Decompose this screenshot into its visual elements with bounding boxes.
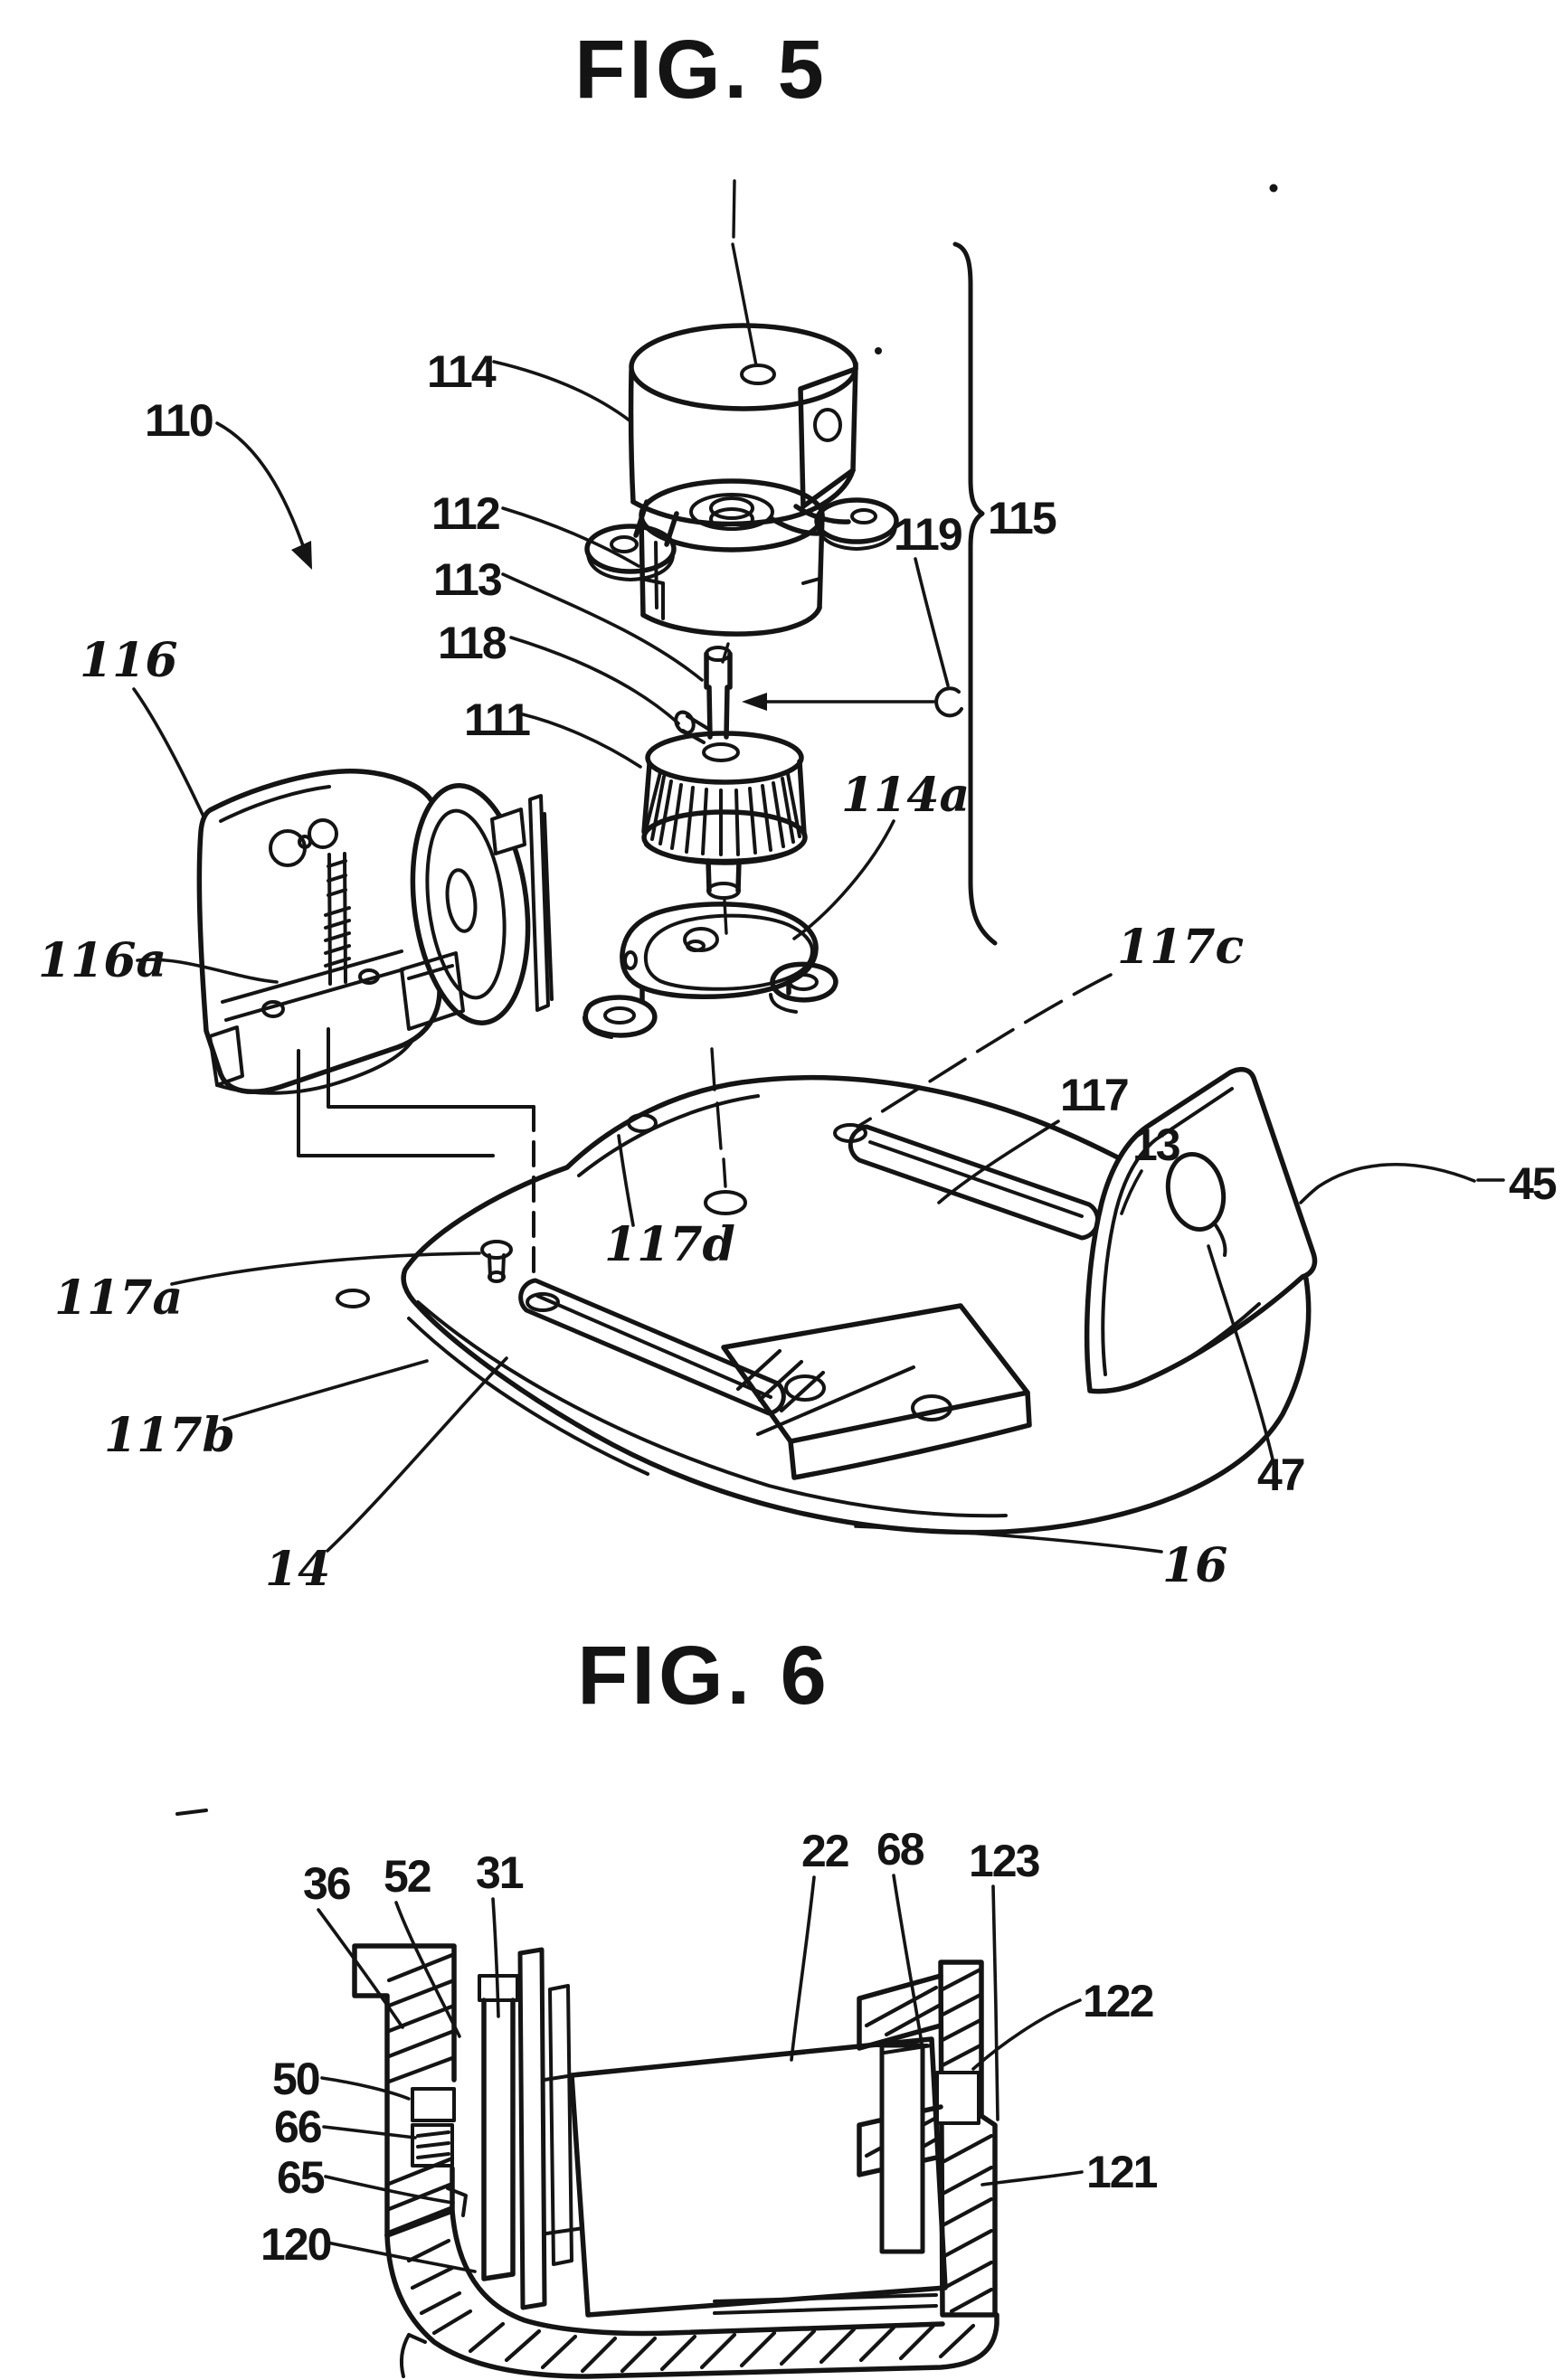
label-36: 36 xyxy=(303,1858,350,1909)
fig6-right-wall xyxy=(857,1960,998,2318)
label-31: 31 xyxy=(476,1847,524,1898)
label-115: 115 xyxy=(988,493,1056,543)
ink-dot xyxy=(875,347,882,354)
part-114a-bracket xyxy=(583,902,838,1039)
label-65: 65 xyxy=(277,2152,325,2203)
label-112: 112 xyxy=(431,488,499,539)
label-22: 22 xyxy=(801,1826,848,1876)
label-117: 117 xyxy=(1060,1070,1128,1120)
ink-dot xyxy=(1269,184,1278,193)
label-121: 121 xyxy=(1086,2147,1158,2197)
label-45: 45 xyxy=(1509,1158,1557,1209)
fig6-leaders xyxy=(317,1874,1084,2273)
label-119: 119 xyxy=(894,509,961,560)
label-118: 118 xyxy=(438,618,507,668)
label-52: 52 xyxy=(384,1851,431,1902)
part-112-rotor xyxy=(639,478,825,637)
label-117a: 117a xyxy=(54,1270,183,1326)
label-16: 16 xyxy=(1162,1538,1227,1593)
label-116a: 116a xyxy=(38,933,166,988)
fig6-labels: 36 52 31 22 68 123 50 66 65 120 122 121 xyxy=(260,1824,1160,2270)
label-120: 120 xyxy=(260,2219,331,2270)
fig5-labels: 110 114 112 113 118 111 119 115 116 116a… xyxy=(38,346,1558,1597)
part-111-gear-shaft xyxy=(641,646,808,900)
mounting-position-lines xyxy=(297,1027,560,1312)
label-114a: 114a xyxy=(841,768,970,823)
center-axis xyxy=(710,179,758,1188)
fig6-title: FIG. 6 xyxy=(577,1629,830,1722)
part-117-plate xyxy=(401,1066,1318,1535)
ink-dash xyxy=(175,1809,208,1816)
label-117b: 117b xyxy=(104,1408,235,1463)
part-119-clip xyxy=(742,686,963,718)
label-110: 110 xyxy=(145,395,213,446)
fig5: FIG. 5 xyxy=(38,24,1558,1597)
label-117d: 117d xyxy=(604,1217,735,1272)
fig6-plates xyxy=(478,1947,585,2310)
fig6-left-wall xyxy=(352,1943,468,2238)
label-122: 122 xyxy=(1083,1976,1153,2026)
label-13: 13 xyxy=(1132,1119,1179,1170)
fig5-title: FIG. 5 xyxy=(574,24,828,116)
label-14: 14 xyxy=(265,1542,330,1597)
label-50: 50 xyxy=(272,2054,319,2104)
label-114: 114 xyxy=(427,346,497,397)
label-66: 66 xyxy=(274,2101,321,2152)
label-47: 47 xyxy=(1257,1450,1304,1500)
label-116: 116 xyxy=(80,633,178,688)
label-111: 111 xyxy=(464,694,530,745)
label-68: 68 xyxy=(876,1824,924,1875)
part-114-cover xyxy=(584,323,899,581)
part-116-motor xyxy=(196,769,554,1095)
label-117c: 117c xyxy=(1117,920,1244,975)
fig6: FIG. 6 xyxy=(175,1629,1160,2379)
label-123: 123 xyxy=(969,1836,1039,1886)
brace-115 xyxy=(952,241,998,946)
fig6-pan xyxy=(384,2208,999,2379)
label-113: 113 xyxy=(433,554,501,605)
fig5-leaders xyxy=(132,360,1505,1554)
